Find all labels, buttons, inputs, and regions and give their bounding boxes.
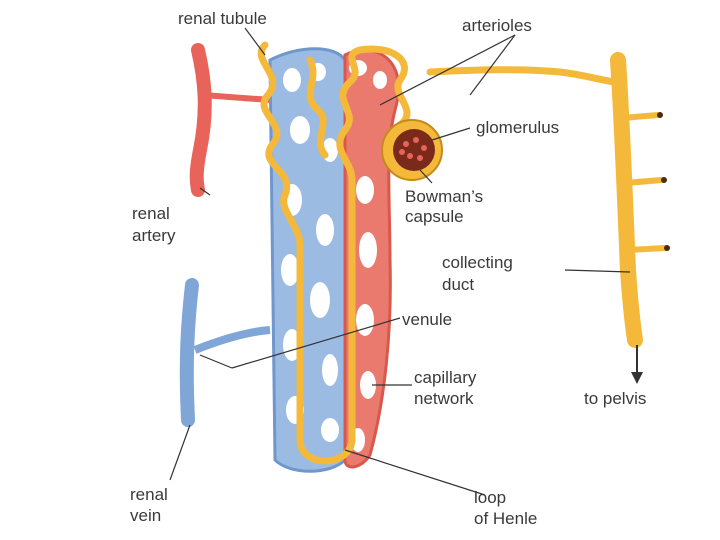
collecting-duct-branches bbox=[619, 112, 668, 253]
venule-vessel bbox=[193, 326, 271, 354]
label-renal-artery-line2: artery bbox=[132, 226, 176, 245]
capillary-network-venous bbox=[268, 47, 347, 473]
glomerulus-dots bbox=[399, 137, 427, 161]
label-to-pelvis: to pelvis bbox=[584, 389, 646, 408]
renal-tubule-path bbox=[257, 41, 619, 465]
label-renal-vein-line2: vein bbox=[130, 506, 161, 525]
branch-openings bbox=[657, 112, 670, 251]
capillary-gaps bbox=[281, 60, 387, 452]
label-loop-line2: of Henle bbox=[474, 509, 537, 528]
label-bowmans-line2: capsule bbox=[405, 207, 464, 226]
label-glomerulus: glomerulus bbox=[476, 118, 559, 137]
label-renal-tubule: renal tubule bbox=[178, 9, 267, 28]
glomerulus-shape bbox=[393, 129, 435, 171]
label-loop-line1: loop bbox=[474, 488, 506, 507]
pelvis-arrow-head bbox=[631, 372, 643, 384]
renal-vein-vessel bbox=[179, 278, 199, 427]
collecting-duct-tube bbox=[610, 52, 643, 348]
label-bowmans-line1: Bowman’s bbox=[405, 187, 483, 206]
label-collecting-line2: duct bbox=[442, 275, 474, 294]
label-arterioles: arterioles bbox=[462, 16, 532, 35]
label-renal-artery-line1: renal bbox=[132, 204, 170, 223]
label-pointers bbox=[169, 27, 631, 496]
label-venule: venule bbox=[402, 310, 452, 329]
label-collecting-line1: collecting bbox=[442, 253, 513, 272]
label-capillary-line2: network bbox=[414, 389, 474, 408]
label-renal-vein-line1: renal bbox=[130, 485, 168, 504]
renal-artery-vessel bbox=[189, 43, 212, 197]
label-capillary-line1: capillary bbox=[414, 368, 477, 387]
